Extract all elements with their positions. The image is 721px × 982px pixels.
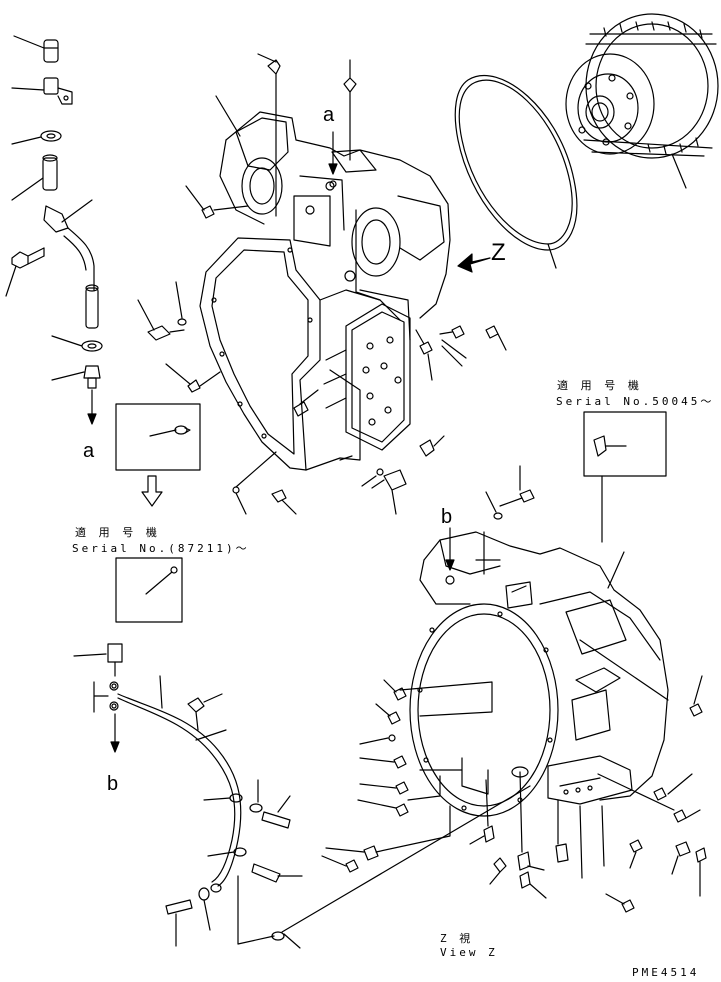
bolt-left bbox=[5, 247, 45, 297]
view-z-en: View Z bbox=[440, 946, 498, 959]
sleeve bbox=[11, 154, 58, 201]
view-z-jp: Z 視 bbox=[440, 932, 474, 945]
applicable-serial-label-2: 適 用 号 機 bbox=[557, 379, 642, 392]
callout-z-arrow: Z bbox=[491, 239, 506, 266]
serial-number-87211: Serial No.(87211)～ bbox=[72, 542, 250, 555]
transmission-assembly-view-z bbox=[321, 465, 707, 913]
callout-a-housing: a bbox=[323, 104, 335, 126]
transmission-housing bbox=[199, 111, 451, 471]
lube-tube-assembly bbox=[73, 643, 531, 949]
banjo-fitting bbox=[51, 365, 101, 389]
hollow-arrow-down bbox=[141, 475, 163, 507]
callout-b-housing: b bbox=[441, 506, 453, 528]
inset-box-bolt bbox=[115, 403, 201, 471]
torque-converter bbox=[565, 13, 719, 189]
applicable-serial-label-1: 適 用 号 機 bbox=[75, 526, 160, 539]
washer-lower bbox=[51, 335, 103, 352]
clamp-bracket bbox=[11, 77, 73, 105]
washer-small bbox=[11, 130, 62, 145]
callout-b-left: b bbox=[107, 773, 119, 795]
drawing-code: PME4514 bbox=[632, 966, 700, 979]
fitting-top-left bbox=[13, 35, 59, 63]
tube-piece bbox=[85, 284, 99, 329]
serial-number-50045: Serial No.50045～ bbox=[556, 395, 715, 408]
arrow-to-a bbox=[87, 389, 97, 425]
inset-box-serial-50045 bbox=[583, 411, 667, 543]
o-ring bbox=[454, 74, 578, 269]
valve-plate bbox=[323, 303, 411, 451]
elbow-fitting bbox=[43, 199, 95, 291]
view-z-arrow bbox=[457, 253, 491, 273]
housing-fasteners bbox=[137, 53, 507, 515]
inset-box-bracket bbox=[115, 557, 183, 623]
callout-a-left: a bbox=[83, 440, 95, 462]
